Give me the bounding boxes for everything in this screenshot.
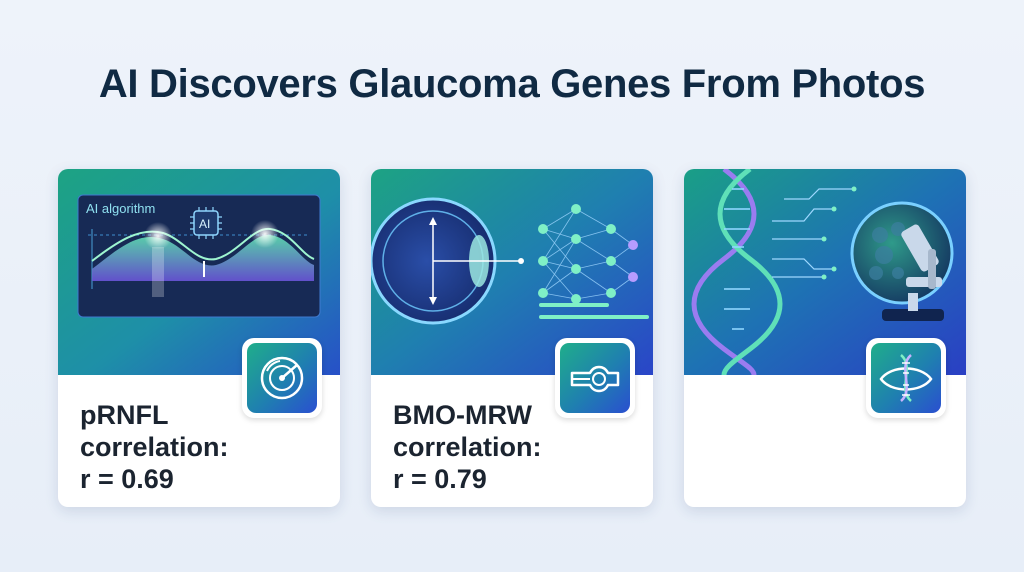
- metric-label: correlation:: [393, 432, 542, 462]
- card-bmo-mrw[interactable]: BMO-MRW correlation: r = 0.79: [371, 169, 653, 507]
- ai-chip-label: AI: [199, 217, 210, 231]
- badge-eye-measure: [555, 338, 635, 418]
- badge-optic-disc: [242, 338, 322, 418]
- metric-label: correlation:: [80, 432, 229, 462]
- metric-bmo-mrw: BMO-MRW correlation: r = 0.79: [393, 399, 643, 495]
- metric-prnfl: pRNFL correlation: r = 0.69: [80, 399, 330, 495]
- optic-disc-scan-icon: [260, 356, 304, 400]
- metric-name: pRNFL: [80, 400, 169, 430]
- page-title: AI Discovers Glaucoma Genes From Photos: [98, 62, 926, 106]
- ai-algorithm-label: AI algorithm: [86, 201, 155, 216]
- badge-dna-eye: [866, 338, 946, 418]
- card-prnfl[interactable]: AI algorithm AI pRNFL correlation: r = 0…: [58, 169, 340, 507]
- card-banner-ai-algorithm: AI algorithm AI: [58, 169, 340, 375]
- metric-value: r = 0.69: [80, 464, 174, 494]
- dna-eye-icon: [879, 354, 933, 402]
- metric-value: r = 0.79: [393, 464, 487, 494]
- metric-name: BMO-MRW: [393, 400, 532, 430]
- eye-measurement-icon: [570, 365, 620, 393]
- card-genes[interactable]: [684, 169, 966, 507]
